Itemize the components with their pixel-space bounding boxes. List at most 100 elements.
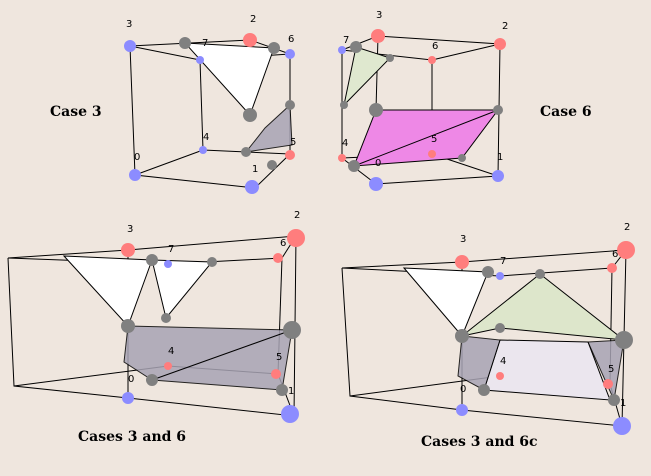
- vertex-2: [617, 241, 635, 259]
- vertex-label: 4: [342, 138, 348, 149]
- vertex-label: 3: [126, 19, 132, 30]
- vertex-label: 4: [203, 132, 209, 143]
- edge-point: [608, 394, 620, 406]
- edge-point: [285, 100, 295, 110]
- triangle-surface: [402, 267, 489, 337]
- vertex-6: [607, 263, 617, 273]
- vertex-label: 2: [624, 222, 630, 233]
- cases-3-and-6-caption: Cases 3 and 6: [78, 429, 186, 445]
- vertex-label: 2: [502, 21, 508, 32]
- edge-point: [243, 108, 257, 122]
- vertex-label: 7: [202, 38, 208, 49]
- triangle-surface: [62, 255, 153, 327]
- vertex-2: [287, 229, 305, 247]
- vertex-label: 1: [252, 164, 258, 175]
- edge-point: [482, 266, 494, 278]
- edge-point: [267, 160, 277, 170]
- vertex-label: 2: [250, 14, 256, 25]
- vertex-label: 1: [288, 386, 294, 397]
- vertex-7: [164, 260, 172, 268]
- vertex-7: [338, 46, 346, 54]
- vertex-label: 2: [294, 210, 300, 221]
- vertex-label: 6: [280, 238, 286, 249]
- panel-case-6: 3 2 7 6 4 5 0 1 Case 6: [338, 10, 592, 191]
- panel-cases-3-and-6: 3 2 7 6 4 5 0 1 Cases 3 and 6: [7, 210, 305, 445]
- vertex-label: 0: [128, 374, 134, 385]
- edge-point: [283, 321, 301, 339]
- vertex-1: [613, 417, 631, 435]
- vertex-2: [243, 33, 257, 47]
- edge-point: [369, 103, 383, 117]
- edge-point: [478, 384, 490, 396]
- edge-point: [386, 54, 394, 62]
- vertex-0: [122, 392, 134, 404]
- vertex-1: [281, 405, 299, 423]
- edge-point: [493, 105, 503, 115]
- vertex-label: 6: [288, 34, 294, 45]
- edge-point: [121, 319, 135, 333]
- vertex-7: [496, 272, 504, 280]
- vertex-label: 4: [500, 356, 506, 367]
- vertex-label: 6: [432, 41, 438, 52]
- triangle-surface: [151, 259, 214, 320]
- edge-point: [146, 254, 158, 266]
- vertex-label: 5: [608, 364, 614, 375]
- vertex-1: [245, 180, 259, 194]
- vertex-7: [196, 56, 204, 64]
- vertex-0: [129, 169, 141, 181]
- triangle-surface: [183, 42, 275, 116]
- vertex-label: 0: [460, 384, 466, 395]
- edge-point: [268, 42, 280, 54]
- vertex-3: [121, 243, 135, 257]
- vertex-label: 5: [290, 137, 296, 148]
- edge-point: [179, 37, 191, 49]
- edge-point: [535, 269, 545, 279]
- panel-cases-3-and-6c: 3 2 7 6 4 5 0 1 Cases 3 and 6c: [341, 222, 635, 450]
- vertex-label: 3: [460, 234, 466, 245]
- vertex-0: [369, 177, 383, 191]
- vertex-4: [496, 372, 504, 380]
- vertex-label: 1: [497, 152, 503, 163]
- vertex-label: 5: [276, 352, 282, 363]
- triangle-surface: [343, 46, 391, 107]
- vertex-label: 0: [134, 152, 140, 163]
- vertex-1: [492, 170, 504, 182]
- case-6-caption: Case 6: [540, 104, 592, 120]
- vertex-6: [285, 49, 295, 59]
- vertex-4: [199, 146, 207, 154]
- vertex-0: [456, 404, 468, 416]
- vertex-label: 3: [127, 224, 133, 235]
- edge-point: [615, 331, 633, 349]
- edge-point: [207, 257, 217, 267]
- edge-point: [348, 160, 360, 172]
- edge-point: [241, 147, 251, 157]
- vertex-label: 1: [620, 398, 626, 409]
- vertex-label: 6: [612, 249, 618, 260]
- triangle-surface: [587, 339, 625, 402]
- vertex-3: [455, 255, 469, 269]
- edge-point: [340, 101, 348, 109]
- vertex-label: 4: [168, 346, 174, 357]
- vertex-5: [271, 369, 281, 379]
- vertex-label: 5: [431, 134, 437, 145]
- edge-point: [161, 313, 171, 323]
- cases-3-and-6c-caption: Cases 3 and 6c: [421, 434, 538, 450]
- vertex-2: [494, 38, 506, 50]
- edge-point: [495, 323, 505, 333]
- vertex-label: 7: [168, 244, 174, 255]
- panel-case-3: 3 2 6 7 4 0 1 5 Case 3: [50, 14, 296, 194]
- vertex-4: [338, 154, 346, 162]
- vertex-label: 7: [343, 35, 349, 46]
- case-3-caption: Case 3: [50, 104, 102, 120]
- vertex-4: [164, 362, 172, 370]
- vertex-label: 0: [375, 158, 381, 169]
- vertex-5: [428, 150, 436, 158]
- edge-point: [350, 41, 362, 53]
- edge-point: [276, 384, 288, 396]
- vertex-label: 7: [500, 256, 506, 267]
- edge-point: [455, 329, 469, 343]
- edge-point: [146, 374, 158, 386]
- quad-surface: [123, 325, 293, 391]
- edge-point: [458, 154, 466, 162]
